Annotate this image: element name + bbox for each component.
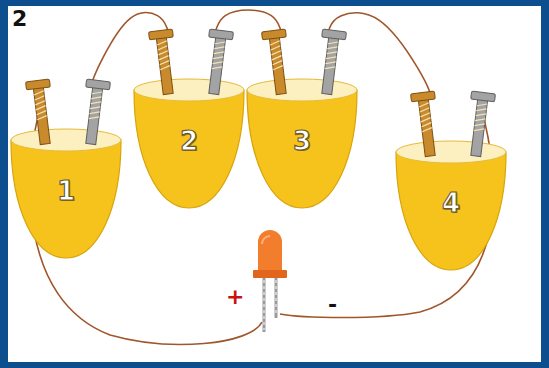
cup-drawing	[395, 92, 507, 272]
copper-nail	[26, 79, 58, 145]
led-lead	[264, 280, 265, 330]
wire	[329, 13, 430, 92]
potato-cell: 1	[10, 80, 122, 260]
led-rim	[253, 270, 287, 278]
cup-body	[11, 140, 121, 258]
led-lead	[276, 280, 277, 316]
led-dome	[258, 230, 282, 272]
cell-number: 3	[246, 126, 358, 156]
led	[253, 230, 287, 332]
cup-top	[247, 79, 357, 101]
cup-top	[11, 129, 121, 151]
cell-number: 1	[10, 176, 122, 206]
cup-body	[134, 90, 244, 208]
cup-drawing	[133, 30, 245, 210]
cup-drawing	[246, 30, 358, 210]
wire	[216, 10, 281, 30]
wire	[93, 12, 168, 80]
copper-nail	[262, 29, 294, 95]
cup-top	[396, 141, 506, 163]
potato-cell: 2	[133, 30, 245, 210]
potato-cell: 3	[246, 30, 358, 210]
copper-nail	[149, 29, 181, 95]
cup-drawing	[10, 80, 122, 260]
cup-body	[247, 90, 357, 208]
led-lead	[263, 278, 266, 332]
copper-nail	[411, 91, 443, 157]
panel-number: 2	[12, 6, 27, 31]
cup-top	[134, 79, 244, 101]
cell-number: 2	[133, 126, 245, 156]
zinc-nail	[79, 79, 111, 145]
polarity-sign: -	[328, 292, 337, 317]
potato-cell: 4	[395, 92, 507, 272]
zinc-nail	[315, 29, 347, 95]
polarity-sign: +	[226, 284, 244, 309]
led-highlight	[262, 236, 270, 244]
led-lead	[275, 278, 278, 318]
zinc-nail	[202, 29, 234, 95]
cell-number: 4	[395, 188, 507, 218]
cup-body	[396, 152, 506, 270]
zinc-nail	[464, 91, 496, 157]
